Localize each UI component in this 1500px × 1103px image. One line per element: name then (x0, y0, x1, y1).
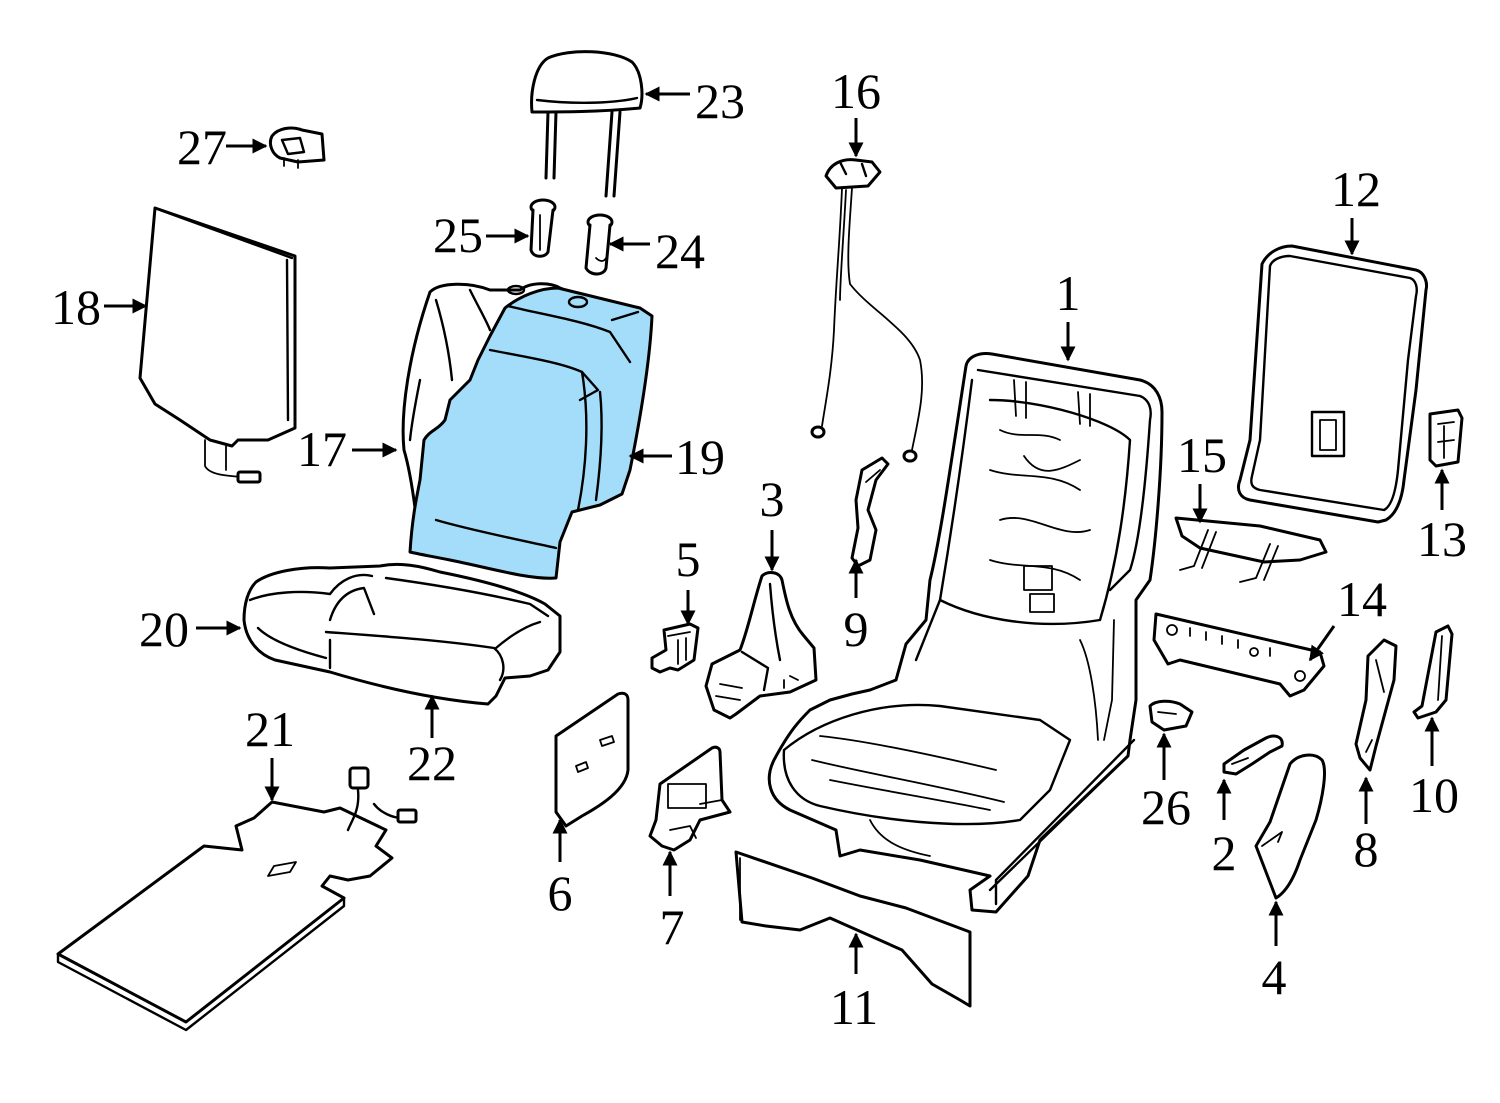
callout-26[interactable]: 26 (1141, 779, 1191, 835)
bracket-part-9[interactable] (850, 456, 890, 568)
callout-11[interactable]: 11 (830, 979, 878, 1035)
callout-19[interactable]: 19 (675, 429, 725, 485)
strip-part-8[interactable] (1354, 638, 1398, 772)
side-shield-part-4[interactable] (1254, 753, 1326, 900)
trim-strip-part-10[interactable] (1412, 624, 1454, 720)
callout-1[interactable]: 1 (1056, 265, 1081, 321)
seatback-cushion-part-19[interactable] (408, 284, 654, 580)
callout-17[interactable]: 17 (297, 421, 347, 477)
callout-5[interactable]: 5 (676, 531, 701, 587)
callout-12[interactable]: 12 (1331, 161, 1381, 217)
callout-15[interactable]: 15 (1177, 427, 1227, 483)
callout-9[interactable]: 9 (844, 601, 869, 657)
callout-20[interactable]: 20 (139, 601, 189, 657)
callout-8[interactable]: 8 (1354, 821, 1379, 877)
rail-part-14[interactable] (1152, 612, 1326, 698)
seatbelt-cable-part-16[interactable] (810, 158, 923, 463)
headrest-guide-part-24[interactable] (584, 213, 614, 276)
callout-6[interactable]: 6 (548, 865, 573, 921)
callout-2[interactable]: 2 (1212, 825, 1237, 881)
bracket-part-5[interactable] (650, 622, 700, 674)
callout-22[interactable]: 22 (407, 735, 457, 791)
callout-3[interactable]: 3 (760, 471, 785, 527)
handle-part-2[interactable] (1222, 734, 1284, 776)
callout-arrows (104, 86, 1450, 974)
callout-14[interactable]: 14 (1337, 571, 1387, 627)
callout-23[interactable]: 23 (695, 73, 745, 129)
callout-4[interactable]: 4 (1262, 949, 1287, 1005)
callout-27[interactable]: 27 (177, 119, 227, 175)
skirt-part-11[interactable] (734, 850, 972, 1008)
headrest-part[interactable] (530, 50, 644, 198)
callout-21[interactable]: 21 (245, 701, 295, 757)
callout-7[interactable]: 7 (660, 899, 685, 955)
callout-10[interactable]: 10 (1409, 767, 1459, 823)
callout-labels: 1 2 3 4 5 6 7 8 9 10 11 12 13 14 15 16 1… (51, 63, 1467, 1035)
cap-part-26[interactable] (1148, 699, 1194, 732)
seat-frame-part-1[interactable] (767, 352, 1164, 914)
callout-13[interactable]: 13 (1417, 511, 1467, 567)
rear-panel-part-12[interactable] (1236, 244, 1428, 524)
headrest-guide-part-25[interactable] (529, 198, 557, 258)
switch-part-13[interactable] (1428, 408, 1464, 468)
panel-part-6[interactable] (554, 691, 630, 828)
side-trim-part-3[interactable] (704, 571, 818, 720)
seat-heater-part-21[interactable] (56, 766, 418, 1032)
hinge-cover-part-15[interactable] (1174, 516, 1328, 583)
callout-25[interactable]: 25 (433, 207, 483, 263)
seat-cushion-part-20[interactable] (242, 562, 562, 706)
back-panel-part-18[interactable] (138, 206, 297, 484)
callout-16[interactable]: 16 (831, 63, 881, 119)
callout-24[interactable]: 24 (655, 223, 705, 279)
clip-part-27[interactable] (268, 126, 326, 169)
callout-18[interactable]: 18 (51, 279, 101, 335)
panel-part-7[interactable] (648, 745, 732, 852)
